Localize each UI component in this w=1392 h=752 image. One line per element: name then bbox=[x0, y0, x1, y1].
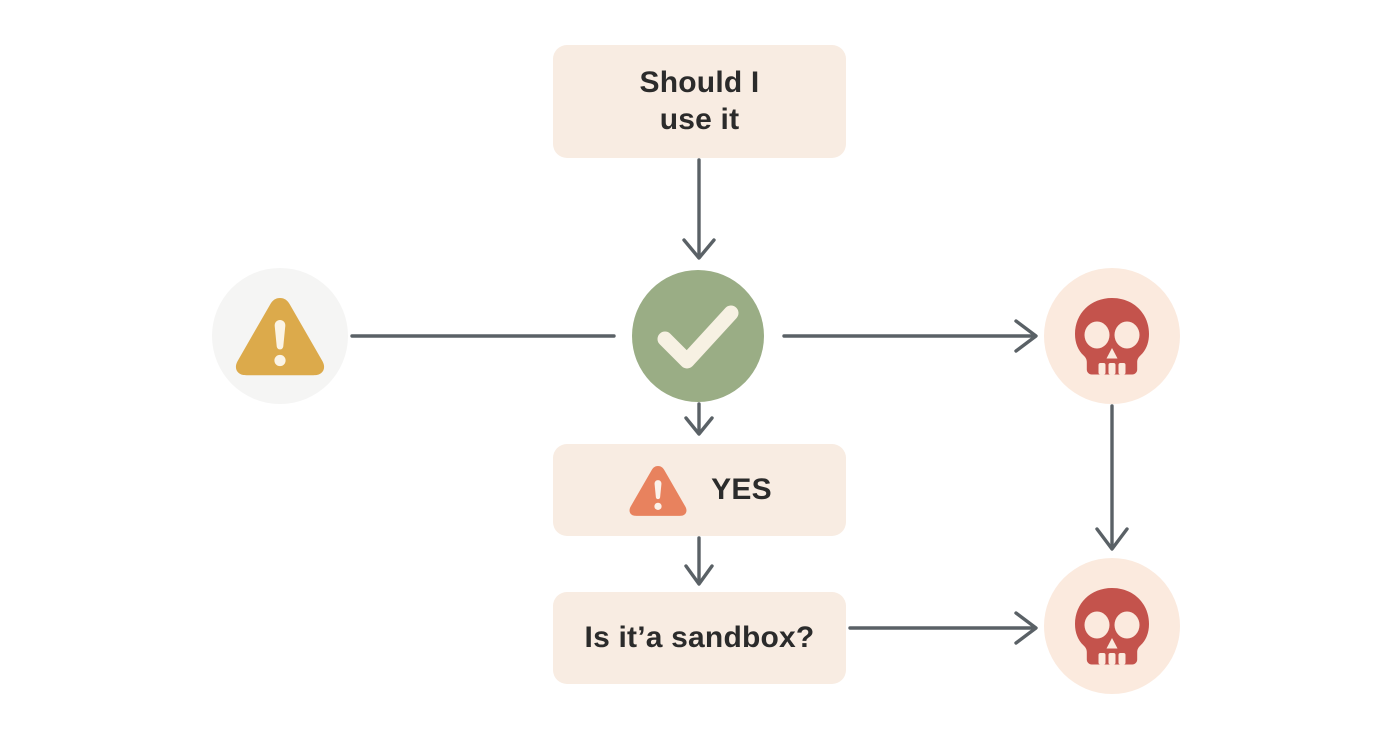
node-check-approved[interactable] bbox=[632, 270, 764, 402]
node-yes-label: YES bbox=[711, 472, 772, 506]
warning-triangle-icon bbox=[629, 465, 687, 516]
node-should-i-use-it[interactable]: Should I use it bbox=[553, 45, 846, 158]
node-is-it-a-sandbox[interactable]: Is it’a sandbox? bbox=[553, 592, 846, 684]
node-should-i-use-it-label: Should I use it bbox=[639, 65, 760, 136]
edge-check-to-yes bbox=[684, 402, 714, 436]
edge-check-to-skulltop bbox=[782, 319, 1038, 353]
node-is-it-a-sandbox-label: Is it’a sandbox? bbox=[584, 620, 815, 654]
node-skull-bottom[interactable] bbox=[1044, 558, 1180, 694]
skull-icon bbox=[1075, 588, 1149, 665]
node-yes[interactable]: YES bbox=[553, 444, 846, 536]
edge-skulltop-to-skullbottom bbox=[1095, 404, 1129, 551]
edge-shoulduse-to-check bbox=[682, 158, 716, 260]
node-warning-amber[interactable] bbox=[212, 268, 348, 404]
check-mark-icon bbox=[657, 305, 739, 369]
edge-yes-to-sandbox bbox=[684, 536, 714, 586]
edge-sandbox-to-skullbottom bbox=[848, 611, 1038, 645]
warning-triangle-icon bbox=[235, 298, 325, 376]
node-skull-top[interactable] bbox=[1044, 268, 1180, 404]
skull-icon bbox=[1075, 298, 1149, 375]
